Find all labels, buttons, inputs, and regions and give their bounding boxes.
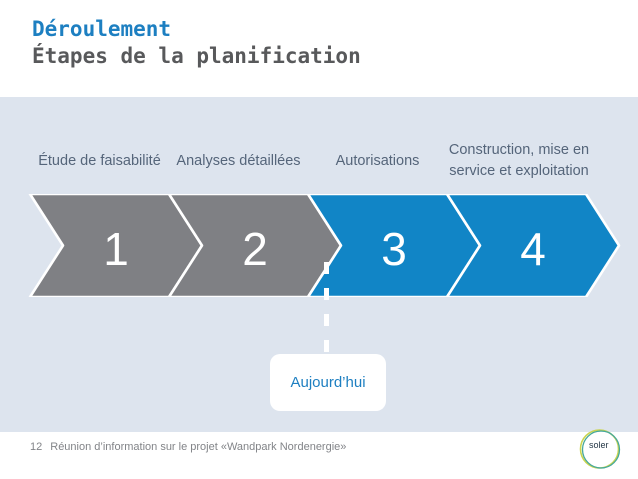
chevron-step-3 <box>306 194 482 297</box>
chevron-step-2 <box>167 194 343 297</box>
footer-text-line: 12 Réunion d’information sur le projet «… <box>30 441 346 453</box>
step-number-3: 3 <box>381 222 407 275</box>
today-callout: Aujourd’hui <box>270 354 386 411</box>
step-number-1: 1 <box>103 222 129 275</box>
slide-title: Déroulement <box>32 17 172 41</box>
today-dashed-line <box>324 262 329 352</box>
step-number-2: 2 <box>242 222 268 275</box>
chevron-step-1 <box>28 194 204 297</box>
slide-header: Déroulement Étapes de la planification <box>0 0 638 97</box>
step-label-2: Analyses détaillées <box>176 152 301 169</box>
chevron-step-4 <box>445 194 621 297</box>
slide-footer: 12 Réunion d’information sur le projet «… <box>0 429 638 479</box>
slide-page-number: 12 <box>30 441 43 453</box>
step-label-1: Étude de faisabilité <box>38 152 161 169</box>
step-number-4: 4 <box>520 222 546 275</box>
soler-logo: soler <box>579 429 621 469</box>
slide-subtitle: Étapes de la planification <box>32 44 361 68</box>
logo-text: soler <box>589 440 609 450</box>
step-label-3: Autorisations <box>335 152 420 169</box>
chevron-arrows <box>28 194 621 297</box>
process-diagram: Étude de faisabilité Analyses détaillées… <box>0 97 638 432</box>
step-label-4: Construction, mise en service et exploit… <box>448 142 590 179</box>
footer-text: Réunion d’information sur le projet «Wan… <box>50 441 347 453</box>
